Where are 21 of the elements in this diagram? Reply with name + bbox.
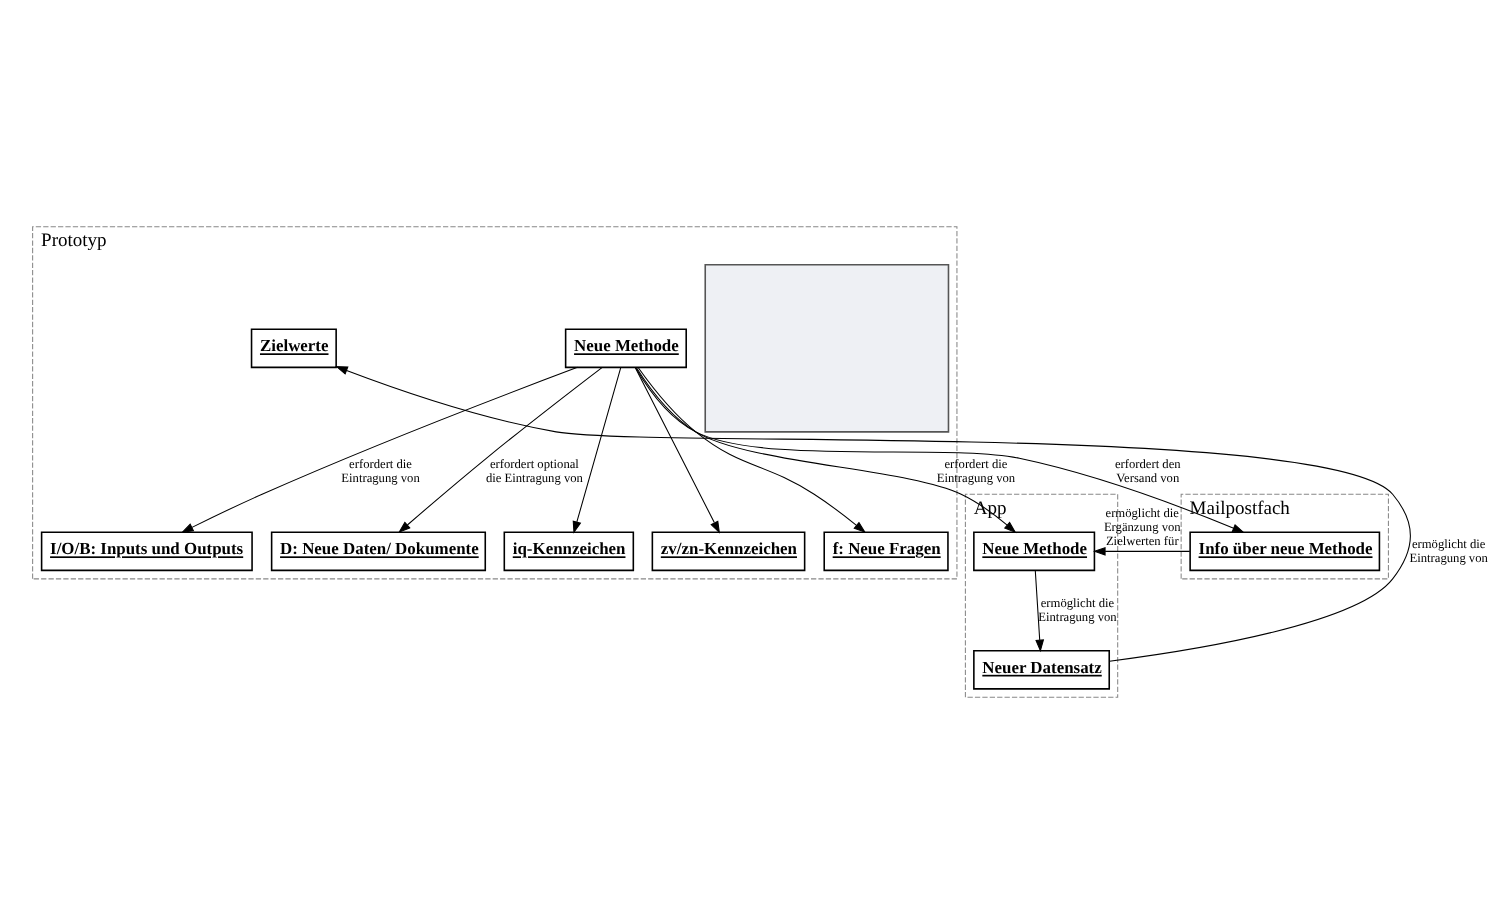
node-box: iq-Kennzeichen [502, 531, 634, 572]
node-box: Neue Methode [972, 531, 1095, 572]
node-box: Neue Methode [563, 328, 686, 369]
arrow [179, 366, 577, 533]
node-box: Neuer Datensatz [972, 650, 1110, 690]
node-box: D: Neue Daten/ Dokumente [269, 531, 486, 572]
node-box: Info über neue Methode [1188, 531, 1380, 572]
arrow [633, 367, 720, 534]
arrow [636, 367, 866, 534]
arrow [1091, 546, 1190, 556]
node-box [703, 263, 949, 433]
node-box: I/O/B: Inputs und Outputs [39, 531, 252, 572]
node-box: zv/zn-Kennzeichen [650, 531, 805, 572]
arrow [633, 367, 1244, 533]
arrow [634, 366, 1016, 534]
arrow [571, 367, 621, 534]
node-box: f: Neue Fragen [822, 531, 948, 572]
arrow [334, 366, 1410, 662]
arrow [397, 367, 602, 534]
arrow [1033, 570, 1044, 653]
node-box: Zielwerte [249, 328, 336, 369]
